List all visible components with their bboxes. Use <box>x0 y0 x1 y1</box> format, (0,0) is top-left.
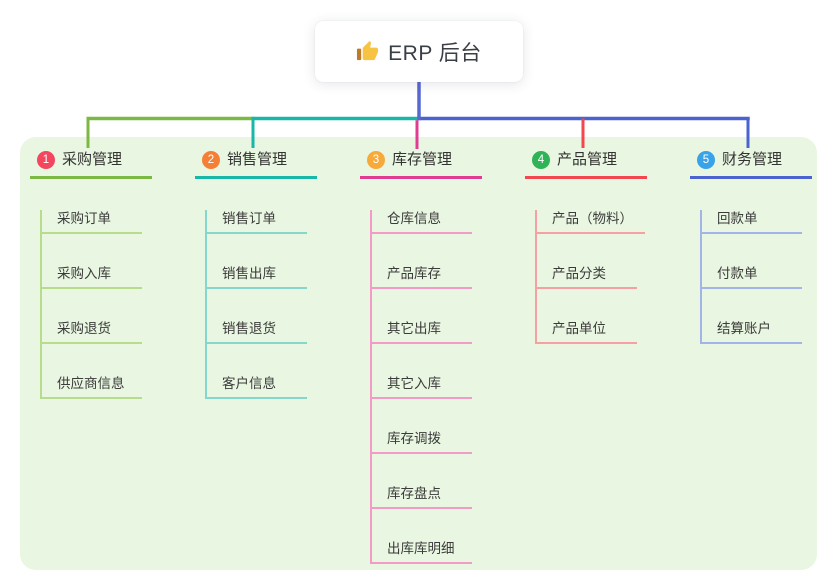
branch-children: 仓库信息产品库存其它出库其它入库库存调拨库存盘点出库库明细 <box>370 210 510 564</box>
child-node[interactable]: 产品库存 <box>372 265 472 289</box>
child-node[interactable]: 销售退货 <box>207 320 307 344</box>
connector-lines <box>86 82 750 149</box>
child-node[interactable]: 销售出库 <box>207 265 307 289</box>
child-node[interactable]: 销售订单 <box>207 210 307 234</box>
branch-node-label: 库存管理 <box>392 151 453 168</box>
child-node[interactable]: 其它入库 <box>372 375 472 399</box>
branch-number-badge: 3 <box>367 151 385 169</box>
root-node[interactable]: ERP 后台 <box>315 21 523 82</box>
branch-children: 销售订单销售出库销售退货客户信息 <box>205 210 345 399</box>
branch-children: 采购订单采购入库采购退货供应商信息 <box>40 210 180 399</box>
branch-node-label: 财务管理 <box>722 151 783 168</box>
child-node[interactable]: 采购入库 <box>42 265 142 289</box>
child-node[interactable]: 出库库明细 <box>372 540 472 564</box>
branch-node-label: 产品管理 <box>557 151 618 168</box>
branch-node-label: 销售管理 <box>227 151 288 168</box>
child-node[interactable]: 仓库信息 <box>372 210 472 234</box>
branch-node[interactable]: 4 产品管理 <box>525 150 647 179</box>
branch-node[interactable]: 3 库存管理 <box>360 150 482 179</box>
root-node-label: ERP 后台 <box>388 41 482 65</box>
child-node[interactable]: 客户信息 <box>207 375 307 399</box>
child-node[interactable]: 产品单位 <box>537 320 637 344</box>
child-node[interactable]: 供应商信息 <box>42 375 142 399</box>
branch-node[interactable]: 2 销售管理 <box>195 150 317 179</box>
thumbs-up-icon <box>357 40 379 61</box>
branch-number-badge: 2 <box>202 151 220 169</box>
branches-background-panel <box>20 137 817 570</box>
child-node[interactable]: 产品分类 <box>537 265 637 289</box>
child-node[interactable]: 其它出库 <box>372 320 472 344</box>
child-node[interactable]: 结算账户 <box>702 320 802 344</box>
child-node[interactable]: 付款单 <box>702 265 802 289</box>
child-node[interactable]: 库存盘点 <box>372 485 472 509</box>
branch-column: 3 库存管理 仓库信息产品库存其它出库其它入库库存调拨库存盘点出库库明细 <box>360 150 510 564</box>
branch-number-badge: 4 <box>532 151 550 169</box>
branch-node[interactable]: 1 采购管理 <box>30 150 152 179</box>
child-node[interactable]: 库存调拨 <box>372 430 472 454</box>
child-node[interactable]: 回款单 <box>702 210 802 234</box>
child-node[interactable]: 采购退货 <box>42 320 142 344</box>
branch-column: 5 财务管理 回款单付款单结算账户 <box>690 150 839 344</box>
child-node[interactable]: 产品（物料） <box>537 210 645 234</box>
branch-number-badge: 5 <box>697 151 715 169</box>
branch-number-badge: 1 <box>37 151 55 169</box>
branch-node-label: 采购管理 <box>62 151 123 168</box>
branch-children: 回款单付款单结算账户 <box>700 210 839 344</box>
branch-column: 1 采购管理 采购订单采购入库采购退货供应商信息 <box>30 150 180 399</box>
branch-children: 产品（物料） 产品分类产品单位 <box>535 210 675 344</box>
branch-column: 2 销售管理 销售订单销售出库销售退货客户信息 <box>195 150 345 399</box>
branch-column: 4 产品管理 产品（物料） 产品分类产品单位 <box>525 150 675 344</box>
branch-node[interactable]: 5 财务管理 <box>690 150 812 179</box>
child-node[interactable]: 采购订单 <box>42 210 142 234</box>
